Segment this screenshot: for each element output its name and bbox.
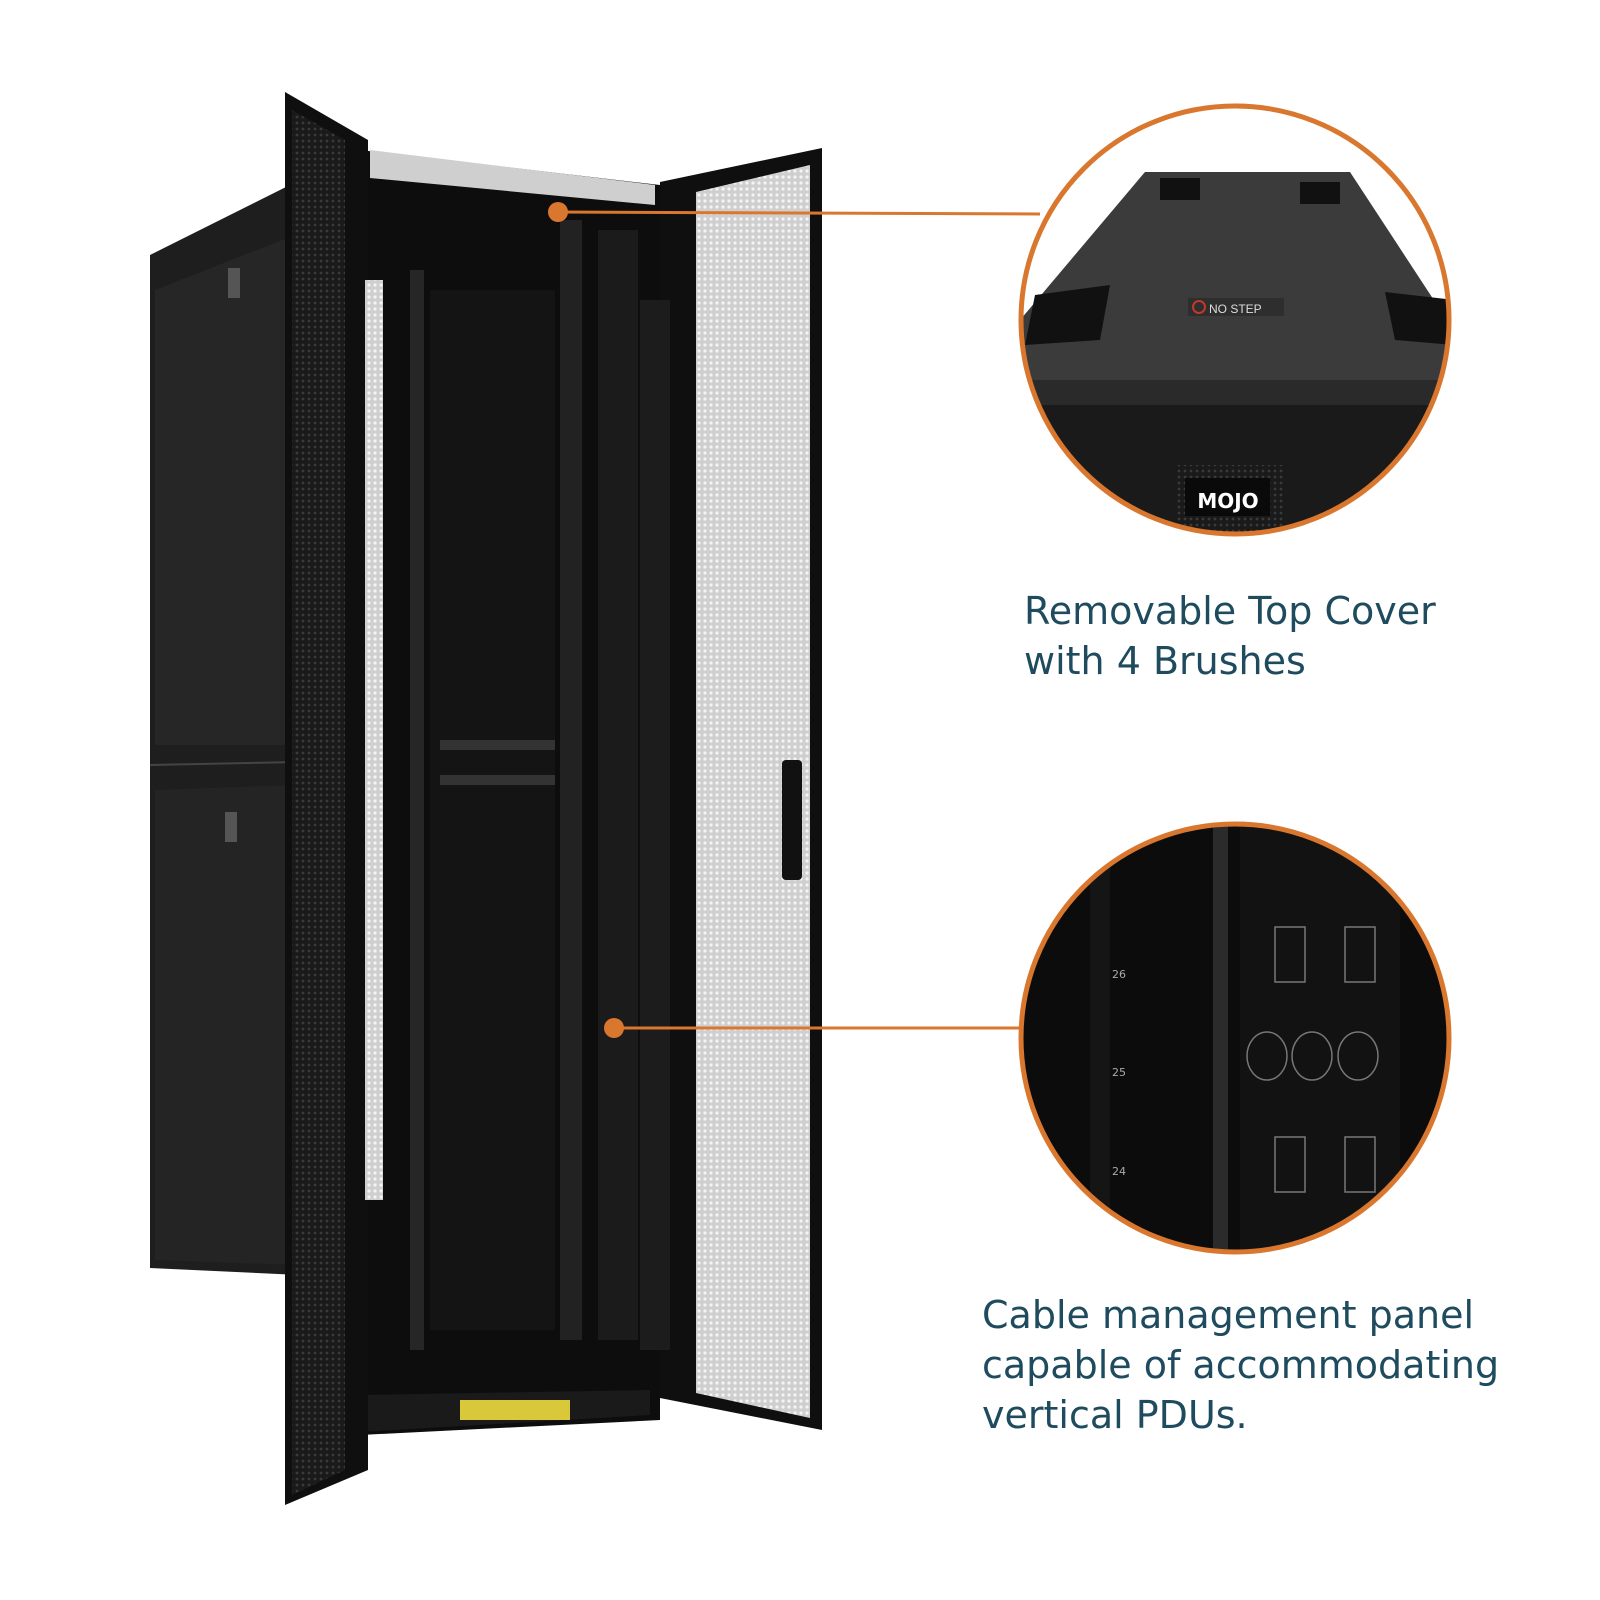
callout-top-cover	[548, 202, 1041, 222]
caption-line: vertical PDUs.	[982, 1393, 1248, 1437]
server-cabinet	[149, 92, 822, 1505]
callout-dot	[548, 202, 568, 222]
detail-top-cover: NO STEP MOJO	[1018, 103, 1452, 537]
caption-line: Removable Top Cover	[1024, 589, 1436, 633]
caption-top-cover: Removable Top Cover with 4 Brushes	[1024, 586, 1436, 686]
brand-logo: MOJO	[1197, 489, 1258, 513]
detail-cable-panel: 26 25 24	[1018, 821, 1452, 1255]
caption-line: with 4 Brushes	[1024, 639, 1306, 683]
caption-cable-panel: Cable management panel capable of accomm…	[982, 1290, 1499, 1440]
rack-unit-label: 24	[1112, 1165, 1126, 1178]
callout-dot	[604, 1018, 624, 1038]
rack-unit-label: 25	[1112, 1066, 1126, 1079]
no-step-label: NO STEP	[1209, 302, 1262, 316]
caption-line: capable of accommodating	[982, 1343, 1500, 1387]
callout-cable-panel	[604, 1018, 1024, 1038]
rack-unit-label: 26	[1112, 968, 1126, 981]
caption-line: Cable management panel	[982, 1293, 1475, 1337]
